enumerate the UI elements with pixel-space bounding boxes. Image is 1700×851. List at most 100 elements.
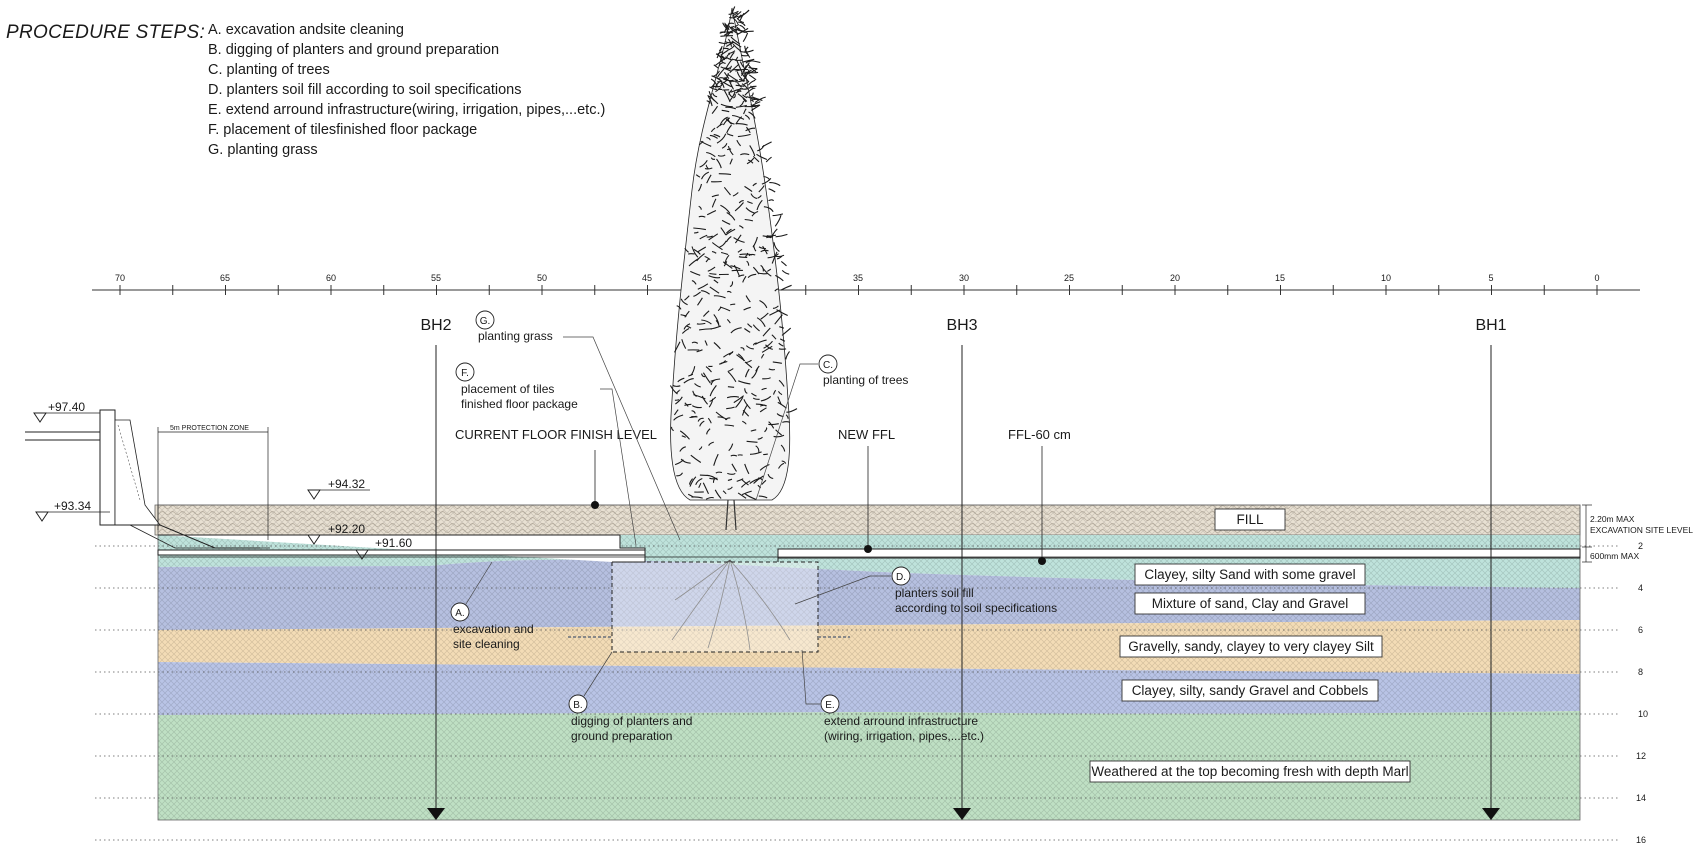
tree-leaf-stroke <box>755 445 760 453</box>
tree-leaf-stroke <box>680 298 688 306</box>
callout-b-letter: B. <box>573 700 582 711</box>
tree-leaf-stroke <box>772 361 782 364</box>
tree-leaf-stroke <box>771 251 778 264</box>
tree-leaf-stroke <box>722 78 734 82</box>
tree-leaf-stroke <box>717 154 726 157</box>
tree-leaf-stroke <box>745 127 756 132</box>
tree-leaf-stroke <box>713 314 720 325</box>
horizontal-scale: 70 65 60 55 50 45 40 35 30 25 20 15 10 5… <box>92 273 1640 295</box>
tree-leaf-stroke <box>699 234 708 240</box>
tree-leaf-stroke <box>717 306 722 312</box>
tree-leaf-stroke <box>701 319 712 325</box>
tree-leaf-stroke <box>778 342 784 347</box>
tree-leaf-stroke <box>717 88 723 90</box>
tree-leaf-stroke <box>720 251 729 256</box>
procedure-step: B. digging of planters and ground prepar… <box>208 42 500 58</box>
tree-leaf-stroke <box>708 441 714 446</box>
tree-leaf-stroke <box>738 200 744 204</box>
tree-leaf-stroke <box>751 101 761 106</box>
tree-leaf-stroke <box>774 314 783 325</box>
tree-leaf-stroke <box>761 345 773 353</box>
tree-leaf-stroke <box>726 396 740 399</box>
callout-g-text: planting grass <box>478 329 553 343</box>
tree-leaf-stroke <box>759 407 767 413</box>
tree-leaf-stroke <box>674 399 680 401</box>
tree-leaf-stroke <box>763 340 773 349</box>
tree-leaf-stroke <box>752 397 760 400</box>
tree-leaf-stroke <box>728 351 734 356</box>
tree-leaf-stroke <box>692 405 702 409</box>
level-labels: CURRENT FLOOR FINISH LEVEL NEW FFL FFL-6… <box>455 427 1071 565</box>
tree-leaf-stroke <box>751 367 759 379</box>
borehole-label: BH3 <box>946 317 977 334</box>
protection-zone-label: 5m PROTECTION ZONE <box>170 425 249 432</box>
tree-leaf-stroke <box>769 182 781 187</box>
tree-leaf-stroke <box>720 204 731 214</box>
tree-leaf-stroke <box>698 140 704 146</box>
depth-tick-label: 12 <box>1636 751 1646 761</box>
tree-leaf-stroke <box>749 477 762 484</box>
tree-leaf-stroke <box>739 100 745 107</box>
tree-leaf-stroke <box>711 105 718 114</box>
tree-leaf-stroke <box>747 200 753 205</box>
planter-pit <box>611 561 819 653</box>
callout-c-text: planting of trees <box>823 373 908 387</box>
tree-leaf-stroke <box>746 157 755 165</box>
callout-a-text-1: excavation and <box>453 622 534 636</box>
tree-leaf-stroke <box>739 225 744 229</box>
tree-leaf-stroke <box>760 395 772 402</box>
callout-f-letter: F. <box>461 368 469 379</box>
tree-leaf-stroke <box>735 396 744 408</box>
tree-leaf-stroke <box>771 334 777 340</box>
soil-label-sand: Clayey, silty Sand with some gravel <box>1144 567 1355 582</box>
tree-leaf-stroke <box>704 340 708 346</box>
tree-leaf-stroke <box>735 56 739 62</box>
tree-leaf-stroke <box>761 177 772 185</box>
tree-leaf-stroke <box>730 36 741 45</box>
tree-leaf-stroke <box>716 123 723 129</box>
tree-leaf-stroke <box>768 199 775 202</box>
tree-leaf-stroke <box>731 12 739 17</box>
scale-tick-label: 45 <box>642 273 652 283</box>
tree-leaf-stroke <box>696 253 705 262</box>
soil-label-fill: FILL <box>1236 512 1264 527</box>
tree-leaf-stroke <box>771 228 778 238</box>
tree-leaf-stroke <box>774 254 785 258</box>
tree-leaf-stroke <box>756 153 768 161</box>
tree-leaf-stroke <box>713 453 719 466</box>
tree-leaf-stroke <box>736 478 744 482</box>
tree-leaf-stroke <box>693 227 707 231</box>
tree-leaf-stroke <box>718 173 732 176</box>
tree-leaf-stroke <box>744 114 751 120</box>
tree-leaf-stroke <box>691 341 699 344</box>
depth-tick-label: 14 <box>1636 793 1646 803</box>
scale-tick-label: 65 <box>220 273 230 283</box>
tree-leaf-stroke <box>776 309 788 317</box>
tree-leaf-stroke <box>726 212 736 221</box>
tree-leaf-stroke <box>702 310 710 317</box>
tree-leaf-stroke <box>739 12 745 21</box>
tree-leaf-stroke <box>708 233 719 241</box>
tree-leaf-stroke <box>772 213 784 217</box>
tree-leaf-stroke <box>691 246 699 258</box>
tree-leaf-stroke <box>733 237 745 243</box>
tree-leaf-stroke <box>698 446 703 451</box>
tree-leaf-stroke <box>684 247 689 253</box>
tree-leaf-stroke <box>700 171 710 180</box>
tree-leaf-stroke <box>750 85 756 89</box>
tree-leaf-stroke <box>709 272 717 275</box>
tree-leaf-stroke <box>729 281 734 287</box>
tree-leaf-stroke <box>726 133 734 137</box>
tree-leaf-stroke <box>743 399 751 410</box>
tree-leaf-stroke <box>729 51 735 59</box>
tree-leaf-stroke <box>736 139 742 147</box>
tree-leaf-stroke <box>691 496 703 499</box>
tree-leaf-stroke <box>758 495 768 499</box>
tree-leaf-stroke <box>745 207 756 214</box>
tree-leaf-stroke <box>734 24 739 28</box>
procedure-title: PROCEDURE STEPS: <box>6 22 206 43</box>
tree-leaf-stroke <box>743 62 750 71</box>
tree-leaf-stroke <box>706 100 711 104</box>
tree-leaf-stroke <box>755 403 767 407</box>
tree-leaf-stroke <box>780 444 786 452</box>
